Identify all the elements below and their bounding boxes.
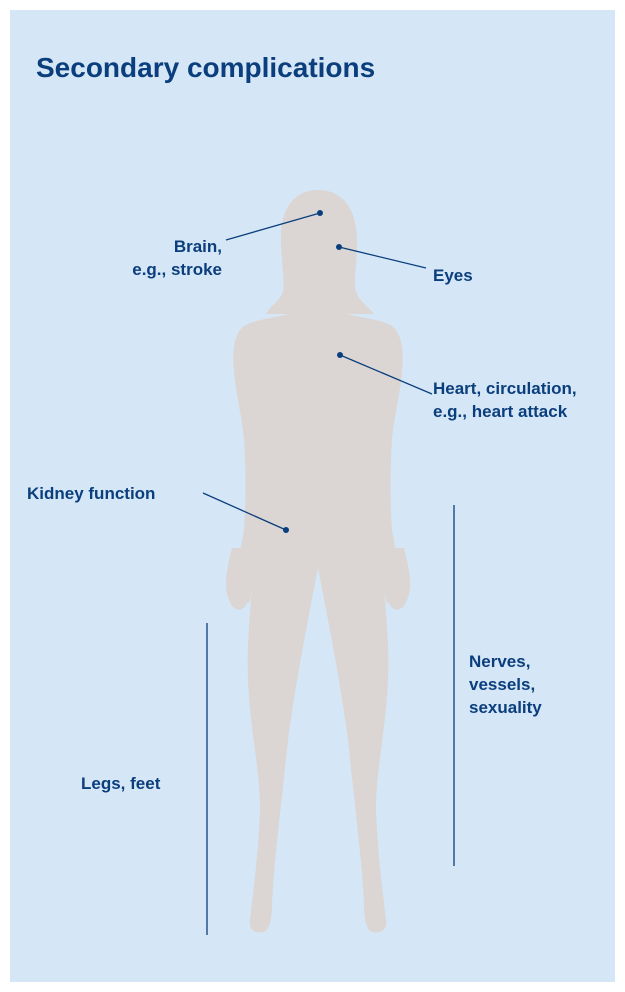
- kidney-point: [283, 527, 289, 533]
- heart-point: [337, 352, 343, 358]
- right-hand-silhouette: [388, 548, 410, 610]
- kidney-label: Kidney function: [27, 482, 155, 505]
- brain-point: [317, 210, 323, 216]
- eyes-point: [336, 244, 342, 250]
- eyes-label: Eyes: [433, 264, 473, 287]
- heart-label: Heart, circulation, e.g., heart attack: [433, 377, 577, 423]
- body-silhouette: [226, 190, 410, 933]
- torso-silhouette: [233, 312, 402, 933]
- brain-label: Brain, e.g., stroke: [80, 235, 222, 281]
- left-hand-silhouette: [226, 548, 248, 610]
- nerves-label: Nerves, vessels, sexuality: [469, 650, 542, 719]
- legs-label: Legs, feet: [81, 772, 160, 795]
